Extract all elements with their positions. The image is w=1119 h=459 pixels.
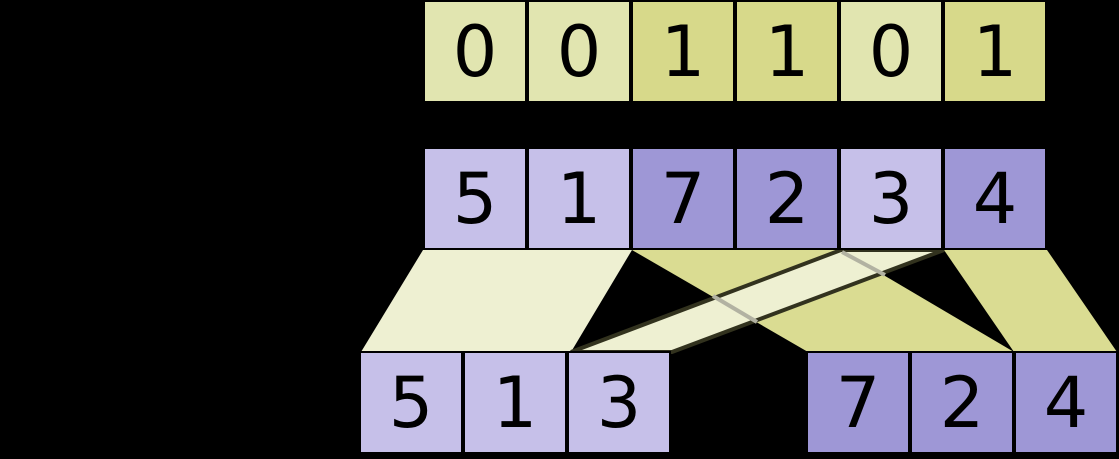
output-left-row: 5 1 3 bbox=[359, 351, 671, 454]
flags-cell-3: 1 bbox=[735, 0, 839, 103]
output-left-cell-0: 5 bbox=[359, 351, 463, 454]
flags-cell-2: 1 bbox=[631, 0, 735, 103]
funnel-overlap-edge-upper bbox=[841, 250, 886, 277]
funnel-dark-right-band bbox=[944, 250, 1117, 352]
flags-cell-5: 1 bbox=[943, 0, 1047, 103]
values-cell-0: 5 bbox=[423, 147, 527, 250]
flags-cell-0: 0 bbox=[423, 0, 527, 103]
output-right-cell-0: 7 bbox=[806, 351, 910, 454]
output-right-cell-2: 4 bbox=[1014, 351, 1118, 454]
funnel-dark-cross-band bbox=[632, 250, 1014, 352]
values-cell-4: 3 bbox=[839, 147, 943, 250]
values-cell-2: 7 bbox=[631, 147, 735, 250]
values-cell-1: 1 bbox=[527, 147, 631, 250]
funnel-light-left-band bbox=[361, 250, 632, 352]
flags-cell-4: 0 bbox=[839, 0, 943, 103]
output-right-row: 7 2 4 bbox=[806, 351, 1118, 454]
values-cell-3: 2 bbox=[735, 147, 839, 250]
values-cell-5: 4 bbox=[943, 147, 1047, 250]
funnel-overlap-edge-lower bbox=[711, 294, 759, 324]
output-right-cell-1: 2 bbox=[910, 351, 1014, 454]
output-left-cell-2: 3 bbox=[567, 351, 671, 454]
values-row: 5 1 7 2 3 4 bbox=[423, 147, 1047, 250]
output-left-cell-1: 1 bbox=[463, 351, 567, 454]
flags-row: 0 0 1 1 0 1 bbox=[423, 0, 1047, 103]
flags-cell-1: 0 bbox=[527, 0, 631, 103]
funnel-light-cross-band bbox=[570, 248, 945, 354]
